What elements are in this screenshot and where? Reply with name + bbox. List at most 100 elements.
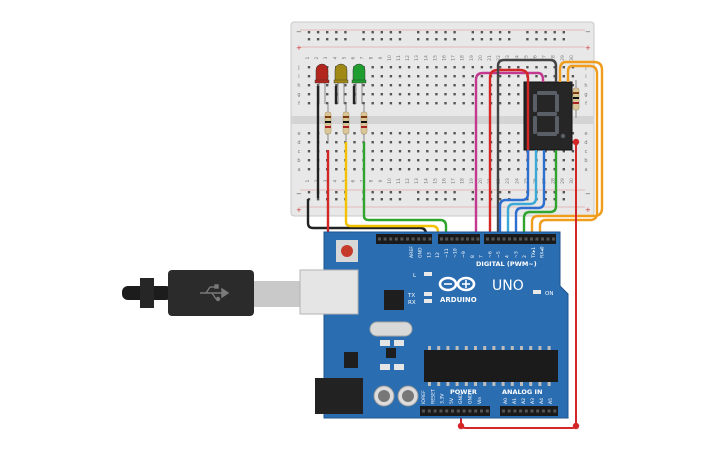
pin-hole[interactable]: [513, 409, 517, 413]
pin-hole[interactable]: [508, 237, 511, 241]
bb-hole: [353, 141, 356, 144]
pin-hole[interactable]: [519, 237, 522, 241]
pin-hole[interactable]: [417, 237, 421, 241]
pin-hole[interactable]: [428, 237, 432, 241]
pin-hole[interactable]: [485, 409, 489, 413]
wire-dark-seg[interactable]: [496, 58, 558, 240]
resistor[interactable]: [324, 104, 332, 142]
smd-component: [380, 340, 390, 346]
pin-hole[interactable]: [502, 409, 505, 413]
pin-hole[interactable]: [383, 237, 387, 241]
pin-hole[interactable]: [497, 237, 500, 241]
bb-hole: [316, 84, 320, 87]
pin-hole[interactable]: [427, 409, 431, 413]
pin-hole[interactable]: [439, 409, 443, 413]
wire-red-seg[interactable]: [488, 68, 530, 240]
pin-hole[interactable]: [400, 237, 404, 241]
pin-hole[interactable]: [535, 237, 539, 241]
pin-label: A2: [521, 398, 527, 404]
pin-hole[interactable]: [513, 237, 517, 241]
pin-hole[interactable]: [389, 237, 393, 241]
bb-hole: [471, 66, 474, 69]
segment: [537, 112, 557, 116]
pin-hole[interactable]: [468, 409, 472, 413]
col-number: 6: [351, 179, 357, 182]
pin-hole[interactable]: [445, 409, 449, 413]
resistor[interactable]: [342, 104, 350, 142]
pin-hole[interactable]: [451, 409, 454, 413]
pin-hole[interactable]: [553, 409, 557, 413]
pin-hole[interactable]: [440, 237, 443, 241]
wire-green-seg[interactable]: [522, 150, 558, 240]
resistor[interactable]: [572, 80, 580, 118]
uno-model-label: UNO: [492, 278, 524, 294]
col-number: 27: [542, 55, 548, 61]
rail-hole: [398, 191, 402, 194]
resistor[interactable]: [360, 104, 368, 142]
pin-hole[interactable]: [524, 237, 528, 241]
rail-minus-label: −: [296, 28, 302, 36]
pin-hole[interactable]: [491, 237, 495, 241]
led[interactable]: [333, 63, 349, 104]
pin-hole[interactable]: [530, 237, 533, 241]
bb-hole: [407, 132, 411, 135]
led[interactable]: [351, 63, 367, 104]
pin-hole[interactable]: [422, 409, 425, 413]
wire-green[interactable]: [362, 142, 448, 240]
wire-blue[interactable]: [514, 150, 546, 240]
rail-hole: [417, 38, 420, 41]
bb-hole: [571, 84, 575, 87]
pin-hole[interactable]: [541, 409, 545, 413]
pin-hole[interactable]: [445, 237, 449, 241]
pin-hole[interactable]: [486, 237, 489, 241]
pin-hole[interactable]: [378, 237, 381, 241]
pin-hole[interactable]: [471, 237, 475, 241]
pin-hole[interactable]: [456, 409, 460, 413]
pin-hole[interactable]: [450, 237, 454, 241]
usb-icon: [200, 284, 230, 302]
bb-hole: [571, 75, 575, 78]
bb-hole: [398, 84, 402, 87]
wire-orange[interactable]: [530, 60, 604, 240]
bb-hole: [435, 66, 438, 69]
pin-hole[interactable]: [476, 237, 480, 241]
pin-hole[interactable]: [524, 409, 528, 413]
pin-hole[interactable]: [507, 409, 511, 413]
wire-magenta[interactable]: [474, 71, 545, 240]
wire-lightblue[interactable]: [506, 150, 538, 240]
pin-hole[interactable]: [394, 237, 398, 241]
usb-cable[interactable]: [122, 270, 304, 316]
pin-hole[interactable]: [474, 409, 478, 413]
seven-segment-display[interactable]: [523, 81, 573, 151]
rail-hole: [371, 198, 374, 201]
pin-hole[interactable]: [480, 409, 483, 413]
pin-hole[interactable]: [546, 237, 550, 241]
wire-blue[interactable]: [498, 150, 530, 240]
bb-hole: [471, 75, 474, 78]
pin-hole[interactable]: [406, 237, 409, 241]
pin-label: A3: [530, 398, 536, 404]
bb-hole: [344, 84, 347, 87]
wire-orange[interactable]: [538, 64, 599, 240]
reset-button[interactable]: [341, 245, 353, 257]
pin-hole[interactable]: [462, 409, 466, 413]
pin-hole[interactable]: [411, 237, 415, 241]
pin-hole[interactable]: [536, 409, 540, 413]
pin-hole[interactable]: [502, 237, 506, 241]
rail-hole: [326, 31, 329, 34]
pin-hole[interactable]: [422, 237, 426, 241]
breadboard-labels: 1122334455667788991010111112121313141415…: [297, 55, 587, 184]
pin-hole[interactable]: [547, 409, 551, 413]
pin-hole[interactable]: [466, 237, 469, 241]
wire-yellow[interactable]: [344, 142, 440, 240]
pin-hole[interactable]: [460, 237, 464, 241]
pin-hole[interactable]: [530, 409, 534, 413]
pin-hole[interactable]: [455, 237, 459, 241]
pin-hole[interactable]: [552, 237, 555, 241]
col-number: 28: [551, 178, 557, 184]
pin-hole[interactable]: [541, 237, 544, 241]
pin-hole[interactable]: [433, 409, 437, 413]
pin-hole[interactable]: [519, 409, 523, 413]
